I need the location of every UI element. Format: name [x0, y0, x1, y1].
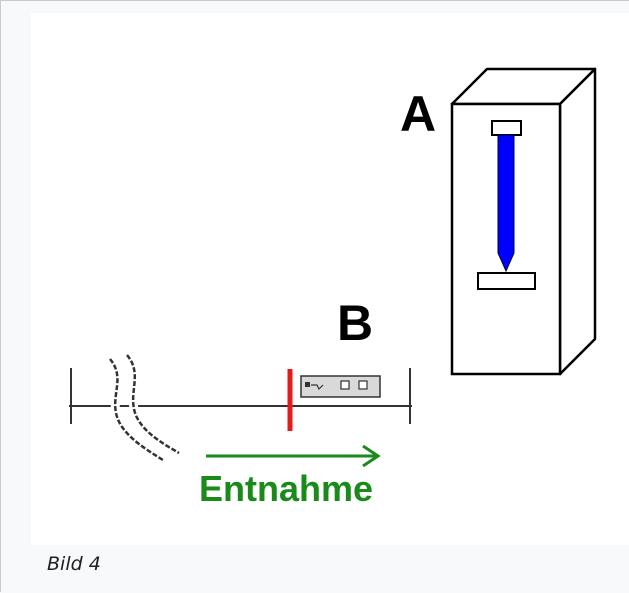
label-a: A: [400, 86, 436, 142]
break-line-right: [126, 354, 180, 455]
cabinet-side-face: [558, 67, 597, 376]
sample-box-window-2: [358, 380, 368, 390]
sample-box-symbol: [311, 384, 324, 391]
direction-arrow: [206, 444, 381, 468]
direction-label: Entnahme: [199, 468, 373, 509]
label-b: B: [337, 295, 373, 351]
lower-clamp: [477, 272, 536, 290]
blue-rod: [497, 134, 515, 273]
break-line-left: [109, 358, 164, 462]
sample-box-dot: [305, 382, 310, 387]
figure-caption: Bild 4: [47, 553, 101, 575]
sample-line: [69, 368, 412, 424]
upper-clamp: [491, 120, 522, 136]
arrow-head: [362, 444, 381, 468]
sample-box: [300, 375, 381, 398]
break-symbol: [106, 352, 182, 464]
cabinet: [450, 67, 597, 376]
sample-box-window-1: [340, 380, 350, 390]
